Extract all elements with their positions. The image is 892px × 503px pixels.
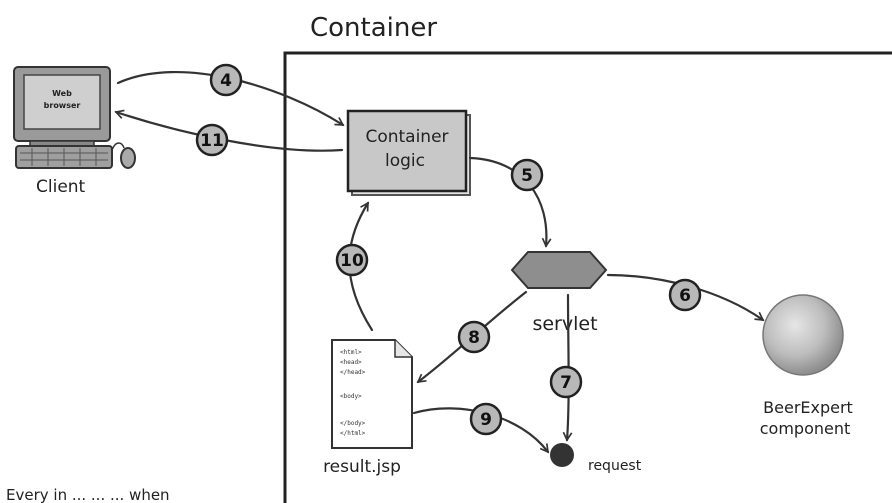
step-9-label: 9 [480,410,492,430]
request-dot [550,443,574,467]
browser-screen-text-2: browser [44,101,81,110]
step-10-label: 10 [340,251,364,271]
step-4-label: 4 [220,71,232,91]
servlet-label: servlet [532,313,597,335]
step-5-label: 5 [521,166,533,186]
keyboard-icon [15,145,113,169]
cut-off-note: Every in ... ... ... when [6,486,170,503]
step-5-badge: 5 [510,158,544,192]
step-7-label: 7 [560,373,572,393]
servlet-shape [510,251,608,289]
step-4-badge: 4 [209,63,243,97]
beer-expert-sphere [762,294,844,376]
jsp-code-line-1: <html> [340,349,362,356]
beer-expert-label-1: BeerExpert [763,398,853,417]
step-9-badge: 9 [469,402,503,436]
container-logic-line-2: logic [385,151,425,171]
client-label: Client [36,177,86,197]
container-logic-line-1: Container [365,127,448,147]
container-title: Container [310,13,437,43]
step-6-label: 6 [679,286,691,306]
mouse-icon [111,142,136,169]
jsp-code-line-3: </head> [340,369,366,376]
step-10-badge: 10 [335,243,369,277]
jsp-code-line-8: </html> [340,430,366,437]
step-11-badge: 11 [195,123,229,157]
step-7-badge: 7 [549,365,583,399]
jsp-code-line-2: <head> [340,359,362,366]
container-box [283,51,892,503]
arrow-container-logic-to-client [116,112,344,152]
step-6-badge: 6 [668,278,702,312]
browser-screen-text-1: Web [52,89,72,98]
jsp-document-icon [331,339,413,449]
container-logic-box [346,109,471,196]
step-8-label: 8 [468,328,480,348]
client-computer-icon [13,66,136,169]
step-11-label: 11 [200,131,224,151]
beer-expert-label-2: component [760,419,851,438]
jsp-code-line-5: <body> [340,393,362,400]
jsp-code-line-7: </body> [340,420,366,427]
jsp-label: result.jsp [323,457,401,477]
request-label: request [588,458,642,474]
step-8-badge: 8 [457,320,491,354]
